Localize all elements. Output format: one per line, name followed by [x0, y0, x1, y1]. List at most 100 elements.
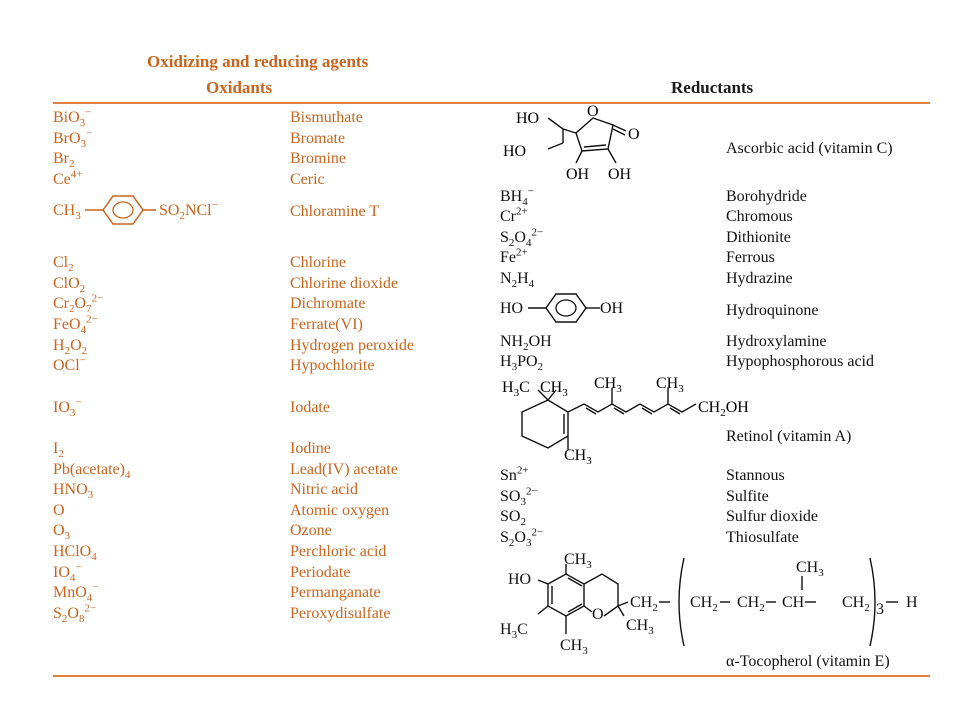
- reductant-name: Hydroxylamine: [726, 333, 827, 350]
- retinol-structure: H3C CH3 CH3 CH3 CH2OH CH3: [502, 375, 749, 467]
- reductant-formula: BH4−: [500, 185, 534, 209]
- oxidant-formula: Pb(acetate)4: [53, 461, 131, 482]
- svg-text:CH3: CH3: [796, 559, 824, 579]
- svg-text:CH2OH: CH2OH: [698, 399, 749, 419]
- reductant-formula: S2O42−: [500, 226, 544, 250]
- oxidant-formula: I2: [53, 440, 64, 461]
- oxidant-formula: HClO4: [53, 543, 97, 564]
- oxidant-name: Chlorine dioxide: [290, 275, 398, 292]
- oxidant-name: Iodate: [290, 399, 330, 416]
- svg-text:HO: HO: [503, 143, 526, 160]
- oxidant-name: Peroxydisulfate: [290, 605, 391, 622]
- reductant-formula: N2H4: [500, 270, 535, 291]
- reductant-formula: Cr2+: [500, 205, 528, 225]
- oxidant-formula: Cr2O72−: [53, 292, 104, 316]
- svg-text:OH: OH: [566, 166, 590, 183]
- svg-text:CH3: CH3: [594, 375, 622, 395]
- svg-text:O: O: [628, 126, 640, 143]
- reductants-header: Reductants: [671, 78, 754, 97]
- oxidant-formula: BiO3−: [53, 106, 92, 130]
- reductant-name: α-Tocopherol (vitamin E): [726, 653, 890, 670]
- oxidant-formula: Cl2: [53, 254, 74, 275]
- svg-text:CH3: CH3: [540, 379, 568, 399]
- oxidant-formula: OCl−: [53, 354, 86, 374]
- reductant-formula: Sn2+: [500, 464, 529, 484]
- svg-text:O: O: [592, 606, 604, 623]
- oxidant-name: Chlorine: [290, 254, 346, 271]
- reductant-name: Sulfur dioxide: [726, 508, 818, 525]
- oxidant-name: Ozone: [290, 522, 332, 539]
- reductant-formula: SO32−: [500, 485, 538, 509]
- reductant-formula: SO2: [500, 508, 526, 529]
- svg-text:H3C: H3C: [500, 621, 528, 641]
- reductant-name: Ascorbic acid (vitamin C): [726, 140, 893, 157]
- svg-text:OH: OH: [608, 166, 632, 183]
- svg-text:3: 3: [876, 601, 884, 618]
- svg-text:CH2: CH2: [842, 594, 870, 614]
- oxidant-formula: IO3−: [53, 396, 82, 420]
- svg-text:HO: HO: [516, 110, 539, 127]
- svg-text:HO: HO: [500, 300, 523, 317]
- svg-text:H3C: H3C: [502, 379, 530, 399]
- svg-text:CH3: CH3: [564, 447, 592, 467]
- oxidant-name: Periodate: [290, 564, 351, 581]
- oxidant-formula: H2O2: [53, 337, 88, 358]
- oxidant-formula: HNO3: [53, 481, 94, 502]
- svg-text:CH3: CH3: [626, 617, 654, 637]
- reductant-name: Hydroquinone: [726, 302, 819, 319]
- oxidant-formula: BrO3−: [53, 127, 93, 151]
- svg-text:SO2NCl−: SO2NCl−: [159, 199, 218, 222]
- oxidant-formula: Ce4+: [53, 168, 83, 188]
- reductant-name: Retinol (vitamin A): [726, 428, 852, 445]
- ascorbic-acid-structure: HO HO O O OH OH: [503, 103, 640, 183]
- oxidant-name: Ferrate(VI): [290, 316, 363, 333]
- svg-text:CH3: CH3: [564, 551, 592, 571]
- oxidant-formula: MnO4−: [53, 581, 99, 605]
- oxidant-name: Hypochlorite: [290, 357, 375, 374]
- svg-text:CH3: CH3: [656, 375, 684, 395]
- svg-text:CH: CH: [782, 594, 805, 611]
- top-rule: [53, 102, 930, 104]
- oxidant-name: Hydrogen peroxide: [290, 337, 414, 354]
- oxidant-name: Iodine: [290, 440, 331, 457]
- chloramine-t-structure: CH3 SO2NCl−: [53, 195, 218, 225]
- oxidant-name: Bromate: [290, 130, 346, 147]
- reductant-name: Thiosulfate: [726, 529, 799, 546]
- reductant-name: Dithionite: [726, 229, 791, 246]
- oxidant-name: Bromine: [290, 150, 346, 167]
- reductant-name: Stannous: [726, 467, 785, 484]
- reductant-name: Hydrazine: [726, 270, 793, 287]
- oxidant-formula: O3: [53, 522, 71, 543]
- svg-text:CH3: CH3: [53, 202, 81, 222]
- reductant-name: Ferrous: [726, 249, 775, 266]
- svg-text:CH2: CH2: [690, 594, 718, 614]
- svg-text:H: H: [906, 594, 918, 611]
- oxidant-name: Ceric: [290, 171, 325, 188]
- oxidant-name: Chloramine T: [290, 203, 380, 220]
- oxidant-name: Atomic oxygen: [290, 502, 390, 519]
- oxidant-name: Lead(IV) acetate: [290, 461, 398, 478]
- reductant-formula: H3PO2: [500, 353, 544, 374]
- svg-text:CH3: CH3: [560, 637, 588, 657]
- reductant-name: Hypophosphorous acid: [726, 353, 874, 370]
- reductant-name: Chromous: [726, 208, 793, 225]
- svg-text:CH2: CH2: [630, 594, 658, 614]
- oxidant-name: Permanganate: [290, 584, 381, 601]
- oxidant-name: Nitric acid: [290, 481, 358, 498]
- oxidant-formula: FeO42−: [53, 313, 98, 337]
- oxidant-formula: S2O82−: [53, 602, 97, 626]
- oxidant-formula: IO4−: [53, 561, 82, 585]
- oxidant-formula: ClO2: [53, 275, 86, 296]
- tocopherol-structure: CH3 HO H3C O CH2 CH3 CH3 CH2 CH2 CH CH3 …: [500, 551, 918, 657]
- oxidant-formula: Br2: [53, 150, 75, 171]
- table-title: Oxidizing and reducing agents: [147, 52, 369, 71]
- reductant-formula: Fe2+: [500, 246, 528, 266]
- svg-text:CH2: CH2: [737, 594, 765, 614]
- svg-text:O: O: [587, 103, 599, 120]
- oxidant-name: Bismuthate: [290, 109, 363, 126]
- svg-text:OH: OH: [600, 300, 624, 317]
- oxidant-name: Dichromate: [290, 295, 366, 312]
- hydroquinone-structure: HO OH: [500, 293, 624, 323]
- bottom-rule: [53, 675, 930, 677]
- reductant-name: Sulfite: [726, 488, 769, 505]
